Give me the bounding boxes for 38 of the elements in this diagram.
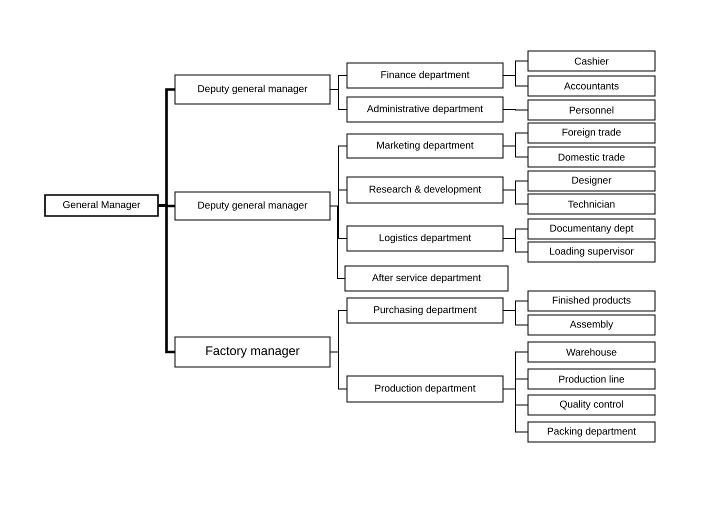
org-box: Assembly (528, 314, 656, 336)
org-box: Marketing department (346, 134, 504, 158)
org-box: Production department (346, 376, 504, 402)
org-box: Accountants (528, 76, 656, 96)
org-box: Finance department (346, 62, 504, 88)
connector-line (503, 146, 528, 158)
connector-line (330, 206, 345, 279)
connector-line (503, 310, 528, 326)
org-box: Purchasing department (346, 298, 504, 324)
org-box: Foreign trade (528, 122, 656, 144)
org-box: Deputy general manager (174, 192, 330, 220)
org-box: Designer (528, 170, 656, 192)
connector-line (503, 109, 528, 110)
org-box: Production line (528, 368, 656, 390)
connector-line (503, 190, 528, 204)
org-box: General Manager (44, 194, 159, 217)
org-box: Warehouse (528, 342, 656, 362)
org-box: Domestic trade (528, 146, 656, 168)
org-box: Technician (528, 194, 656, 214)
org-box: Deputy general manager (174, 74, 330, 104)
org-box: Finished products (528, 290, 656, 312)
org-box: Factory manager (174, 336, 330, 368)
org-box: Personnel (528, 100, 656, 120)
connector-line (330, 352, 347, 390)
org-box: Cashier (528, 50, 656, 72)
connector-line (158, 204, 174, 354)
connector-line (503, 75, 528, 86)
org-box: Administrative department (346, 96, 504, 122)
connector-line (330, 89, 347, 110)
org-box: Quality control (528, 394, 656, 416)
org-box: Loading supervisor (528, 242, 656, 262)
connector-line (503, 388, 528, 432)
org-box: Packing department (528, 422, 656, 442)
connector-line (503, 238, 528, 252)
org-box: Documentany dept (528, 218, 656, 240)
org-box: After service department (344, 266, 508, 292)
org-box: Logistics department (346, 226, 504, 252)
org-box: Research & development (346, 176, 504, 204)
